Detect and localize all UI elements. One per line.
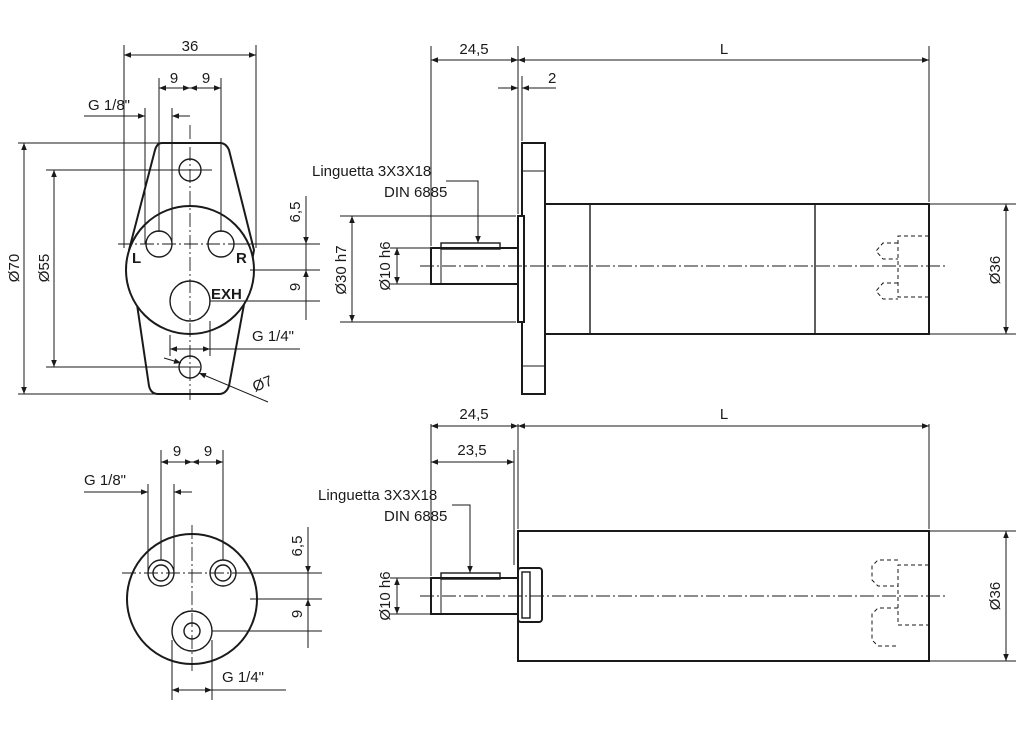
dim-inner-length: 23,5 [457, 442, 486, 459]
dim-pitch-left-round: 9 [173, 443, 181, 460]
thread-small-label: G 1/8" [88, 97, 130, 114]
port-exhaust-marker: EXH [211, 286, 242, 303]
dim-shaft-length: 24,5 [459, 41, 488, 58]
dim-hole-spacing: Ø55 [36, 254, 53, 282]
dim-width: 36 [182, 38, 199, 55]
dim-length: L [720, 41, 728, 58]
dim-offset-upper-round: 6,5 [289, 536, 306, 557]
side-view-round: 24,5 L 23,5 Linguetta 3X3X18 DIN 6885 Ø1… [318, 406, 1016, 662]
front-view-flanged: 36 9 9 G 1/8" Ø70 Ø55 L R EXH 6,5 9 G 1/… [6, 38, 320, 403]
dim-pilot: Ø30 h7 [333, 245, 350, 294]
dim-offset-lower-round: 9 [289, 610, 306, 618]
body-side [544, 203, 930, 335]
dim-shaft-length-round: 24,5 [459, 406, 488, 423]
dim-shaft: Ø10 h6 [377, 241, 394, 290]
front-view-round: 9 9 G 1/8" 6,5 9 G 1/4" [84, 443, 322, 700]
thread-large-label: G 1/4" [252, 328, 294, 345]
flange-side [521, 142, 546, 395]
dim-pitch-right: 9 [202, 70, 210, 87]
dim-hole: Ø7 [250, 372, 275, 395]
dim-body: Ø36 [987, 256, 1004, 284]
thread-large-label-round: G 1/4" [222, 669, 264, 686]
thread-small-label-round: G 1/8" [84, 472, 126, 489]
key-side [440, 242, 501, 250]
dim-offset-lower: 9 [287, 283, 304, 291]
port-left-marker: L [132, 250, 141, 267]
dim-offset-upper: 6,5 [287, 202, 304, 223]
dim-flange-thickness: 2 [548, 70, 556, 87]
port-right-marker: R [236, 250, 247, 267]
dim-length-round: L [720, 406, 728, 423]
dim-pitch-left: 9 [170, 70, 178, 87]
dim-body-round: Ø36 [987, 582, 1004, 610]
key-label: Linguetta 3X3X18 [312, 163, 431, 180]
dim-shaft-round: Ø10 h6 [377, 571, 394, 620]
key-standard-round: DIN 6885 [384, 508, 447, 525]
dim-flange-height: Ø70 [6, 254, 23, 282]
key-standard: DIN 6885 [384, 184, 447, 201]
side-view-flanged: 24,5 L 2 Linguetta 3X3X18 DIN 6885 Ø30 h… [312, 41, 1016, 395]
dim-pitch-right-round: 9 [204, 443, 212, 460]
key-label-round: Linguetta 3X3X18 [318, 487, 437, 504]
